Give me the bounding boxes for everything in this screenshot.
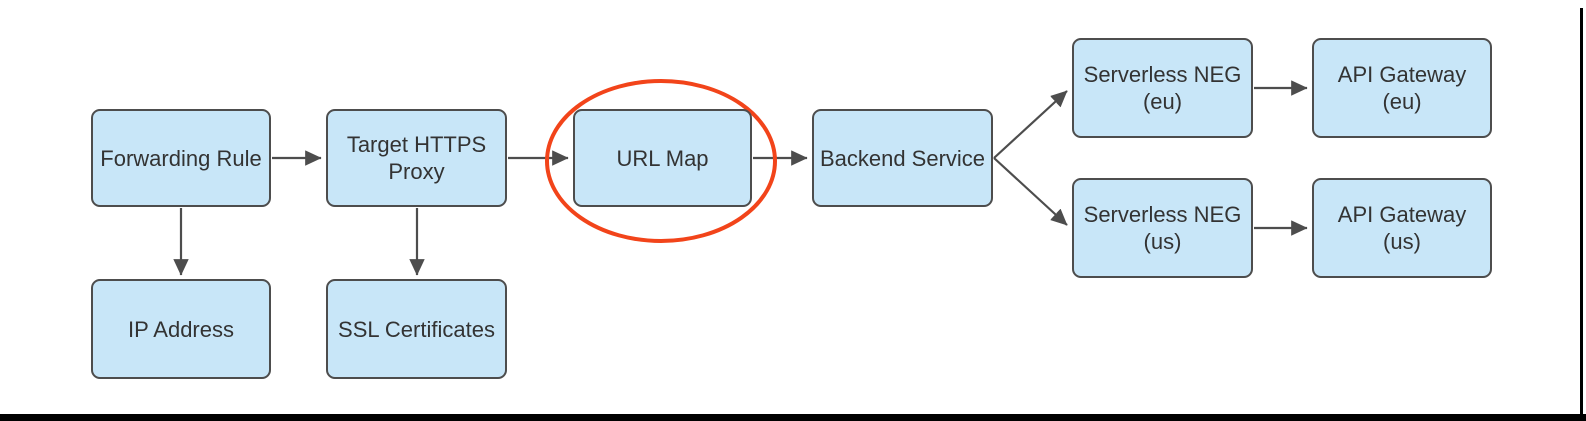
- node-serverless-neg-eu: Serverless NEG(eu): [1072, 38, 1253, 138]
- edge-backend-service-to-serverless-neg-eu: [993, 90, 1068, 159]
- node-label: SSL Certificates: [338, 316, 495, 342]
- node-label: API Gateway(eu): [1337, 62, 1467, 114]
- node-api-gateway-eu: API Gateway(eu): [1312, 38, 1492, 138]
- page-border-right: [1580, 8, 1583, 421]
- node-forwarding-rule: Forwarding Rule: [91, 109, 271, 207]
- edge-backend-service-to-serverless-neg-us: [993, 157, 1068, 226]
- node-serverless-neg-us: Serverless NEG(us): [1072, 178, 1253, 278]
- node-label: Serverless NEG(us): [1083, 202, 1242, 254]
- node-label: API Gateway(us): [1337, 202, 1467, 254]
- node-ssl-certificates: SSL Certificates: [326, 279, 507, 379]
- node-url-map: URL Map: [573, 109, 752, 207]
- node-label: IP Address: [128, 316, 234, 342]
- page-border-bottom: [0, 414, 1586, 421]
- node-label: Backend Service: [819, 145, 986, 171]
- node-ip-address: IP Address: [91, 279, 271, 379]
- node-label: URL Map: [616, 145, 709, 171]
- node-label: Forwarding Rule: [100, 145, 262, 171]
- node-label: Serverless NEG(eu): [1083, 62, 1242, 114]
- node-backend-service: Backend Service: [812, 109, 993, 207]
- node-api-gateway-us: API Gateway(us): [1312, 178, 1492, 278]
